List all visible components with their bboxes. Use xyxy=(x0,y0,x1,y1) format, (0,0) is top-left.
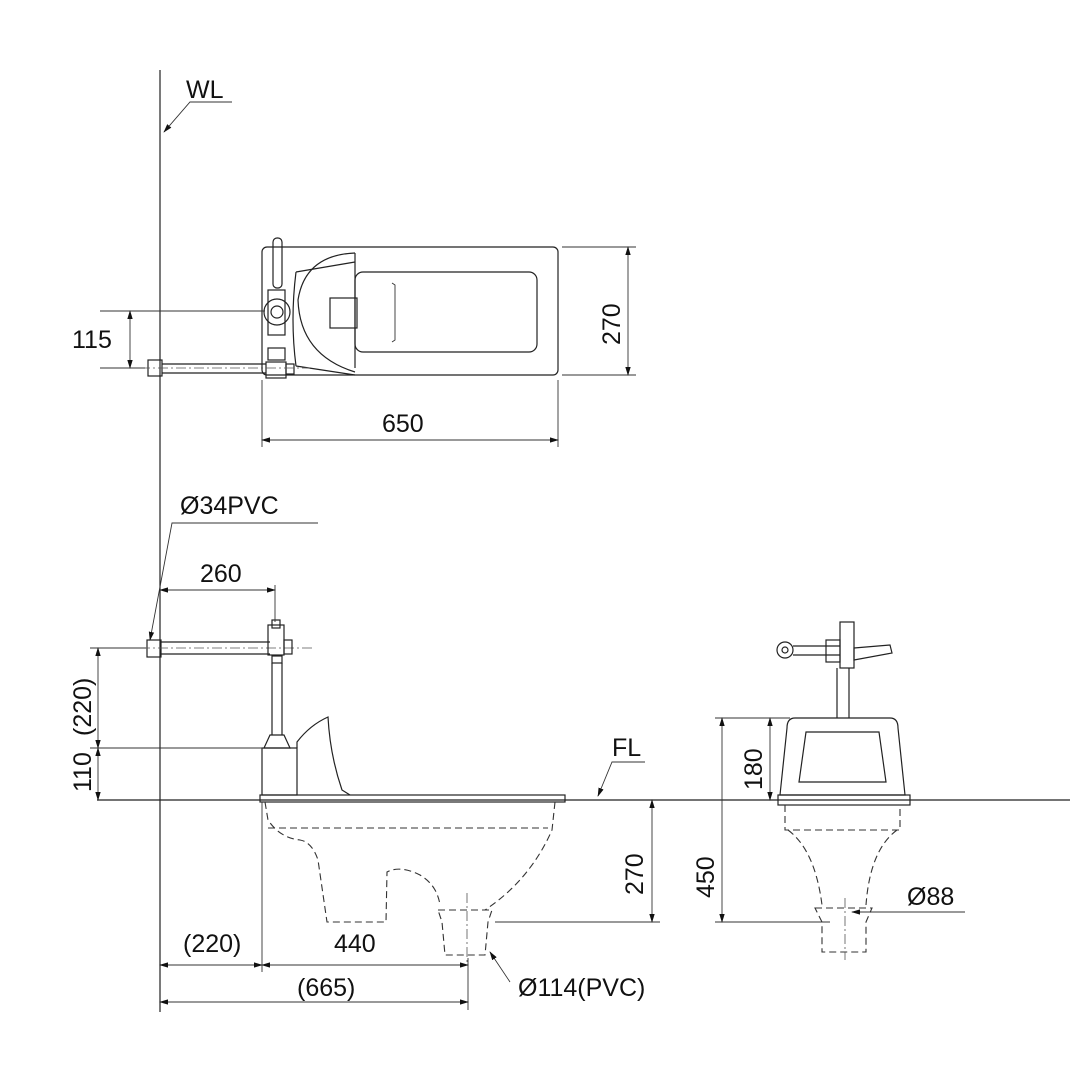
dim-side-270: 270 xyxy=(495,799,660,923)
dim-220-text: (220) xyxy=(69,678,97,736)
top-view xyxy=(140,237,559,379)
dim-440-text: 440 xyxy=(334,930,376,958)
dim-top-650: 650 xyxy=(261,380,559,447)
outlet-diameter-label: Ø88 xyxy=(851,883,965,915)
dim-side-220-110: (220) 110 xyxy=(69,647,262,801)
dim-front: 180 450 xyxy=(692,717,830,923)
dim-side-260: 260 xyxy=(159,560,276,622)
dim-top-115: 115 xyxy=(72,310,265,369)
front-view xyxy=(776,621,911,960)
side-view xyxy=(140,619,566,962)
supply-pipe-label: Ø34PVC xyxy=(148,492,318,641)
dim-665-text: (665) xyxy=(297,974,355,1002)
dim-270-text: 270 xyxy=(598,303,626,345)
dim-side-270-text: 270 xyxy=(621,853,649,895)
pvc34-text: Ø34PVC xyxy=(180,492,279,520)
dim-bottom-220-text: (220) xyxy=(183,930,241,958)
wall-line-label: WL xyxy=(163,76,232,133)
dim-260-text: 260 xyxy=(200,560,242,588)
dim-180-text: 180 xyxy=(740,748,768,790)
dim-bottom: (220) 440 (665) xyxy=(159,802,469,1010)
dim-450-text: 450 xyxy=(692,856,720,898)
dim-top-270: 270 xyxy=(562,246,636,376)
d88-text: Ø88 xyxy=(907,883,954,911)
flush-lever-icon xyxy=(272,237,283,289)
floor-line-label: FL xyxy=(597,734,645,797)
pvc114-text: Ø114(PVC) xyxy=(518,974,645,1002)
dim-650-text: 650 xyxy=(382,410,424,438)
dim-110-text: 110 xyxy=(69,752,97,792)
fl-text: FL xyxy=(612,734,641,762)
drain-pipe-label: Ø114(PVC) xyxy=(489,951,645,1002)
dim-115-text: 115 xyxy=(72,326,112,354)
wl-text: WL xyxy=(186,76,224,104)
valve-icon xyxy=(263,298,291,326)
